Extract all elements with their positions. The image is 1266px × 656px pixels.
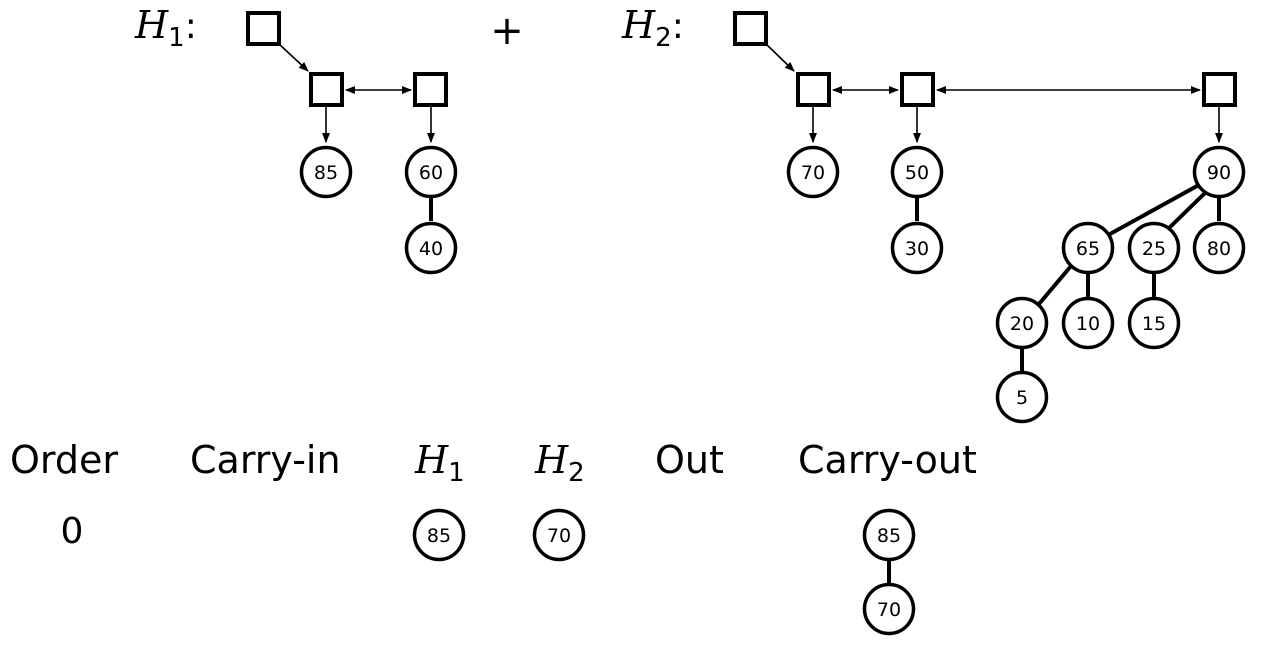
heap2-rootlist-node-0	[796, 72, 831, 107]
svg-text:60: 60	[419, 162, 443, 184]
svg-text:10: 10	[1076, 313, 1100, 335]
heap2-label: H2:	[621, 3, 684, 53]
svg-text:25: 25	[1142, 238, 1166, 260]
heap1-head-arrow	[278, 43, 309, 72]
svg-text:70: 70	[801, 162, 825, 184]
table-node-h2: 70	[532, 508, 586, 562]
tree-node: 40	[404, 221, 458, 275]
heap2-rootlist-node-1	[900, 72, 935, 107]
heap1-rootlist-node-0	[309, 72, 344, 107]
tree-node: 15	[1127, 296, 1181, 350]
column-header-carry-in: Carry-in	[190, 438, 341, 482]
tree-node: 20	[995, 296, 1049, 350]
svg-text:20: 20	[1010, 313, 1034, 335]
heap1-head-pointer-box	[246, 11, 281, 46]
svg-text:85: 85	[877, 525, 901, 547]
tree-edge	[1109, 184, 1198, 236]
heap2-rootlist-node-2	[1202, 72, 1237, 107]
tree-node: 10	[1061, 296, 1115, 350]
column-header-out: Out	[655, 438, 724, 482]
tree-node: 25	[1127, 221, 1181, 275]
tree-node: 70	[786, 145, 840, 199]
svg-text:90: 90	[1207, 162, 1231, 184]
table-node-carry-out-root: 85	[862, 508, 916, 562]
svg-text:80: 80	[1207, 238, 1231, 260]
column-header-h2: H2	[534, 438, 585, 488]
svg-text:70: 70	[547, 525, 571, 547]
tree-node: 5	[995, 370, 1049, 424]
plus-sign: +	[490, 8, 524, 54]
svg-text:40: 40	[419, 238, 443, 260]
heap2-head-pointer-box	[733, 11, 768, 46]
svg-text:70: 70	[877, 599, 901, 621]
column-header-h1: H1	[414, 438, 465, 488]
tree-node: 60	[404, 145, 458, 199]
table-node-carry-out-child: 70	[862, 582, 916, 636]
heap2-head-arrow	[765, 43, 795, 72]
tree-node: 80	[1192, 221, 1246, 275]
tree-edge	[1037, 264, 1073, 306]
svg-text:85: 85	[427, 525, 451, 547]
svg-text:15: 15	[1142, 313, 1166, 335]
tree-node: 85	[299, 145, 353, 199]
heap1-label-subscript: 1	[168, 23, 185, 53]
tree-node: 90	[1192, 145, 1246, 199]
heap1-label: H1:	[134, 3, 197, 53]
order-value: 0	[61, 511, 84, 552]
tree-node: 50	[890, 145, 944, 199]
tree-edge	[1166, 191, 1207, 231]
heap2-label-subscript: 2	[655, 23, 672, 53]
svg-text:5: 5	[1016, 387, 1028, 409]
column-header-order: Order	[10, 438, 118, 482]
table-node-h1: 85	[412, 508, 466, 562]
svg-text:30: 30	[905, 238, 929, 260]
svg-text:85: 85	[314, 162, 338, 184]
svg-text:65: 65	[1076, 238, 1100, 260]
tree-node: 65	[1061, 221, 1115, 275]
tree-node: 30	[890, 221, 944, 275]
heap1-rootlist-node-1	[413, 72, 448, 107]
column-header-carry-out: Carry-out	[798, 438, 977, 482]
svg-text:50: 50	[905, 162, 929, 184]
